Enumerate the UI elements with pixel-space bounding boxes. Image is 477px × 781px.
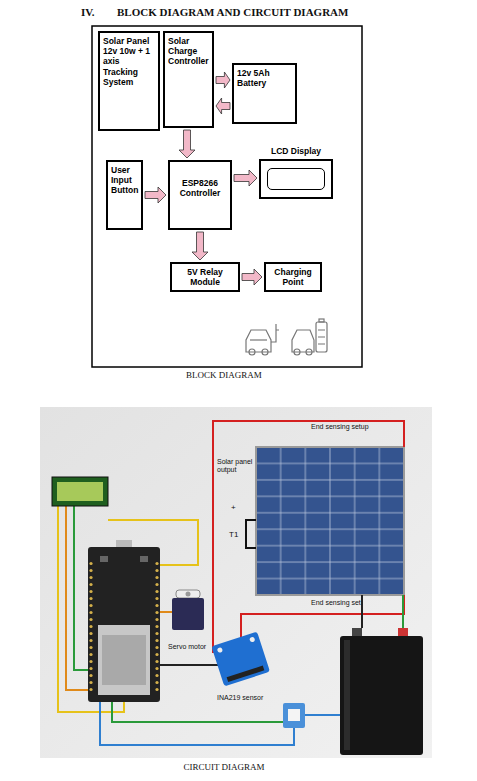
block-arrow — [216, 98, 230, 114]
box-label: User Input Button — [111, 165, 138, 196]
servo-motor — [172, 590, 204, 630]
part-label: INA219 sensor — [217, 694, 263, 702]
input-box: User Input Button — [106, 160, 143, 230]
block-arrow — [242, 269, 262, 285]
controller-box: ESP8266 Controller — [168, 160, 232, 230]
figure-caption: CIRCUIT DIAGRAM — [124, 762, 324, 773]
lcd-screen — [259, 159, 333, 199]
box-label: ESP8266 Controller — [173, 178, 227, 198]
section-title: BLOCK DIAGRAM AND CIRCUIT DIAGRAM — [117, 6, 348, 19]
box-label: Charging Point — [269, 267, 317, 287]
box-label: 5V Relay Module — [175, 267, 235, 287]
lcd-module — [52, 477, 108, 506]
block-arrow — [234, 170, 257, 186]
process-box: 5V Relay Module — [170, 262, 240, 292]
figure-caption: BLOCK DIAGRAM — [124, 370, 324, 381]
solar-panel — [256, 447, 404, 595]
process-box: Charging Point — [264, 262, 322, 292]
box-label: LCD Display — [259, 146, 333, 156]
terminal-label: + — [231, 503, 236, 513]
output-label: Solar panel output — [217, 458, 255, 474]
block-arrow — [216, 72, 230, 88]
lcd-window — [267, 168, 325, 190]
battery — [340, 628, 423, 755]
block-arrow — [145, 187, 166, 203]
block-arrow — [179, 130, 195, 158]
terminal-label: T1 — [229, 530, 238, 540]
esp-board — [88, 540, 160, 702]
ina219-board — [211, 632, 270, 687]
display-box: LCD Display — [259, 146, 333, 200]
process-box: Solar Panel 12v 10w + 1 axis Tracking Sy… — [98, 31, 160, 131]
ev-charging-icons — [246, 319, 327, 355]
process-box: 12v 5Ah Battery — [232, 63, 297, 124]
diagram-frame — [92, 26, 362, 367]
wire-label: End sensing setup — [311, 423, 369, 431]
box-label: Solar Charge Controller — [168, 36, 209, 67]
part-label: Servo motor — [168, 643, 206, 651]
box-label: Solar Panel 12v 10w + 1 axis Tracking Sy… — [103, 36, 155, 87]
wire-label: End sensing set — [311, 599, 361, 607]
section-number: IV. — [81, 6, 95, 19]
circuit-ground — [40, 407, 432, 758]
relay-module — [283, 703, 305, 728]
box-label: 12v 5Ah Battery — [237, 68, 292, 88]
block-arrow — [192, 232, 208, 260]
process-box: Solar Charge Controller — [163, 31, 214, 128]
